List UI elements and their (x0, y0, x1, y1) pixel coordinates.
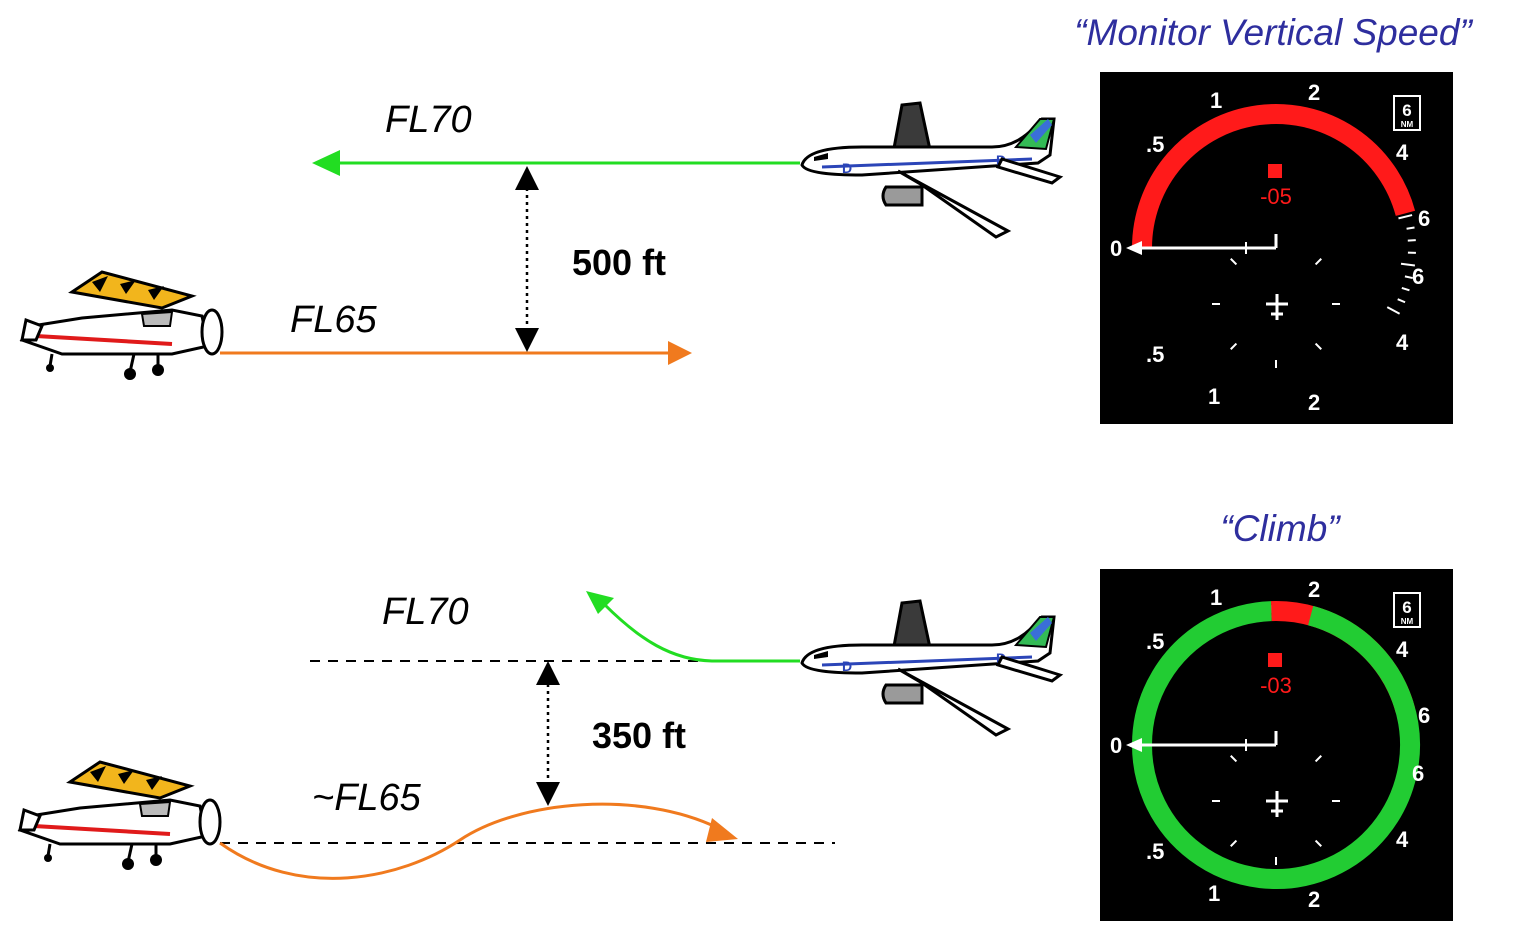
light-aircraft-icon (20, 270, 224, 382)
range-box (1393, 95, 1421, 131)
range-value: 6 (1402, 598, 1411, 617)
vsi-label-1-up: 1 (1210, 585, 1222, 610)
vsi-label-half-down: .5 (1146, 839, 1164, 864)
intruder-climb-arrowhead (586, 591, 614, 614)
fl65-label-bottom: ~FL65 (312, 777, 422, 819)
own-path-wavy (219, 802, 719, 880)
fl70-label-top: FL70 (385, 99, 472, 141)
advisory-monitor-vs: “Monitor Vertical Speed” (1074, 12, 1473, 53)
scenario-bottom: FL70 ~FL65 350 ft “Climb” 0 .5 1 1 .5 2 (18, 508, 1453, 921)
range-unit: NM (1401, 120, 1414, 129)
vsi-label-4-down: 4 (1396, 330, 1409, 355)
compass-tick (1230, 342, 1238, 350)
vsi-label-6-up: 6 (1418, 703, 1430, 728)
tcas-vsi-display-bottom: 0 .5 1 1 .5 2 4 6 6 4 2 6 NM -03 (1100, 569, 1453, 921)
intruder-path-arrowhead (312, 150, 340, 176)
vsi-label-2-up: 2 (1308, 80, 1320, 105)
compass-tick (1230, 258, 1238, 266)
range-value: 6 (1402, 101, 1411, 120)
vsi-label-half-up: .5 (1146, 629, 1164, 654)
separation-arrow-bottom (536, 661, 560, 806)
vsi-label-0: 0 (1110, 236, 1122, 261)
vsi-label-4-up: 4 (1396, 637, 1409, 662)
separation-arrow-top (515, 166, 539, 352)
scenario-top: FL70 FL65 500 ft “Monitor Vertical Speed… (20, 12, 1473, 424)
own-path-arrowhead (668, 341, 692, 365)
separation-label-bottom: 350 ft (592, 715, 686, 756)
own-path-wavy-arrowhead (706, 818, 738, 842)
light-aircraft-icon (18, 760, 222, 872)
compass-tick (1314, 342, 1322, 350)
vsi-label-4-up: 4 (1396, 140, 1409, 165)
vsi-tick (1398, 214, 1413, 220)
vsi-tick (1406, 226, 1415, 230)
red-warning-arc (1132, 104, 1416, 249)
vsi-label-6-down: 6 (1412, 264, 1424, 289)
vsi-tick (1400, 262, 1416, 267)
intruder-path-climbing (602, 602, 800, 663)
vsi-label-1-down: 1 (1208, 384, 1220, 409)
compass-tick (1230, 755, 1238, 763)
vsi-tick (1401, 286, 1410, 292)
vsi-label-0: 0 (1110, 733, 1122, 758)
traffic-altitude: -05 (1260, 184, 1292, 209)
vsi-label-6-down: 6 (1412, 761, 1424, 786)
airliner-icon (800, 101, 1062, 239)
separation-label-top: 500 ft (572, 242, 666, 283)
traffic-square-icon (1268, 653, 1282, 667)
traffic-altitude: -03 (1260, 673, 1292, 698)
vsi-label-1-up: 1 (1210, 88, 1222, 113)
own-aircraft-icon (1266, 294, 1288, 320)
vsi-label-6-up: 6 (1418, 206, 1430, 231)
vsi-label-half-down: .5 (1146, 342, 1164, 367)
vsi-tick (1386, 306, 1401, 315)
compass-tick (1230, 839, 1238, 847)
vsi-label-2-down: 2 (1308, 390, 1320, 415)
compass-tick (1314, 258, 1322, 266)
vsi-label-2-up: 2 (1308, 577, 1320, 602)
traffic-square-icon (1268, 164, 1282, 178)
fl65-label-top: FL65 (290, 299, 377, 341)
vsi-label-1-down: 1 (1208, 881, 1220, 906)
compass-tick (1314, 755, 1322, 763)
vsi-tick (1404, 275, 1413, 280)
green-fly-to-arc (1132, 601, 1420, 889)
own-aircraft-icon (1266, 791, 1288, 817)
advisory-climb: “Climb” (1220, 508, 1341, 549)
compass-tick (1314, 839, 1322, 847)
range-unit: NM (1401, 617, 1414, 626)
tcas-vsi-display-top: 0 .5 1 1 .5 2 4 6 6 4 2 6 NM -05 (1100, 72, 1453, 424)
vsi-label-half-up: .5 (1146, 132, 1164, 157)
range-box (1393, 592, 1421, 628)
fl70-label-bottom: FL70 (382, 591, 469, 633)
vsi-label-2-down: 2 (1308, 887, 1320, 912)
vsi-label-4-down: 4 (1396, 827, 1409, 852)
airliner-icon (800, 599, 1062, 737)
vsi-tick (1397, 298, 1406, 304)
